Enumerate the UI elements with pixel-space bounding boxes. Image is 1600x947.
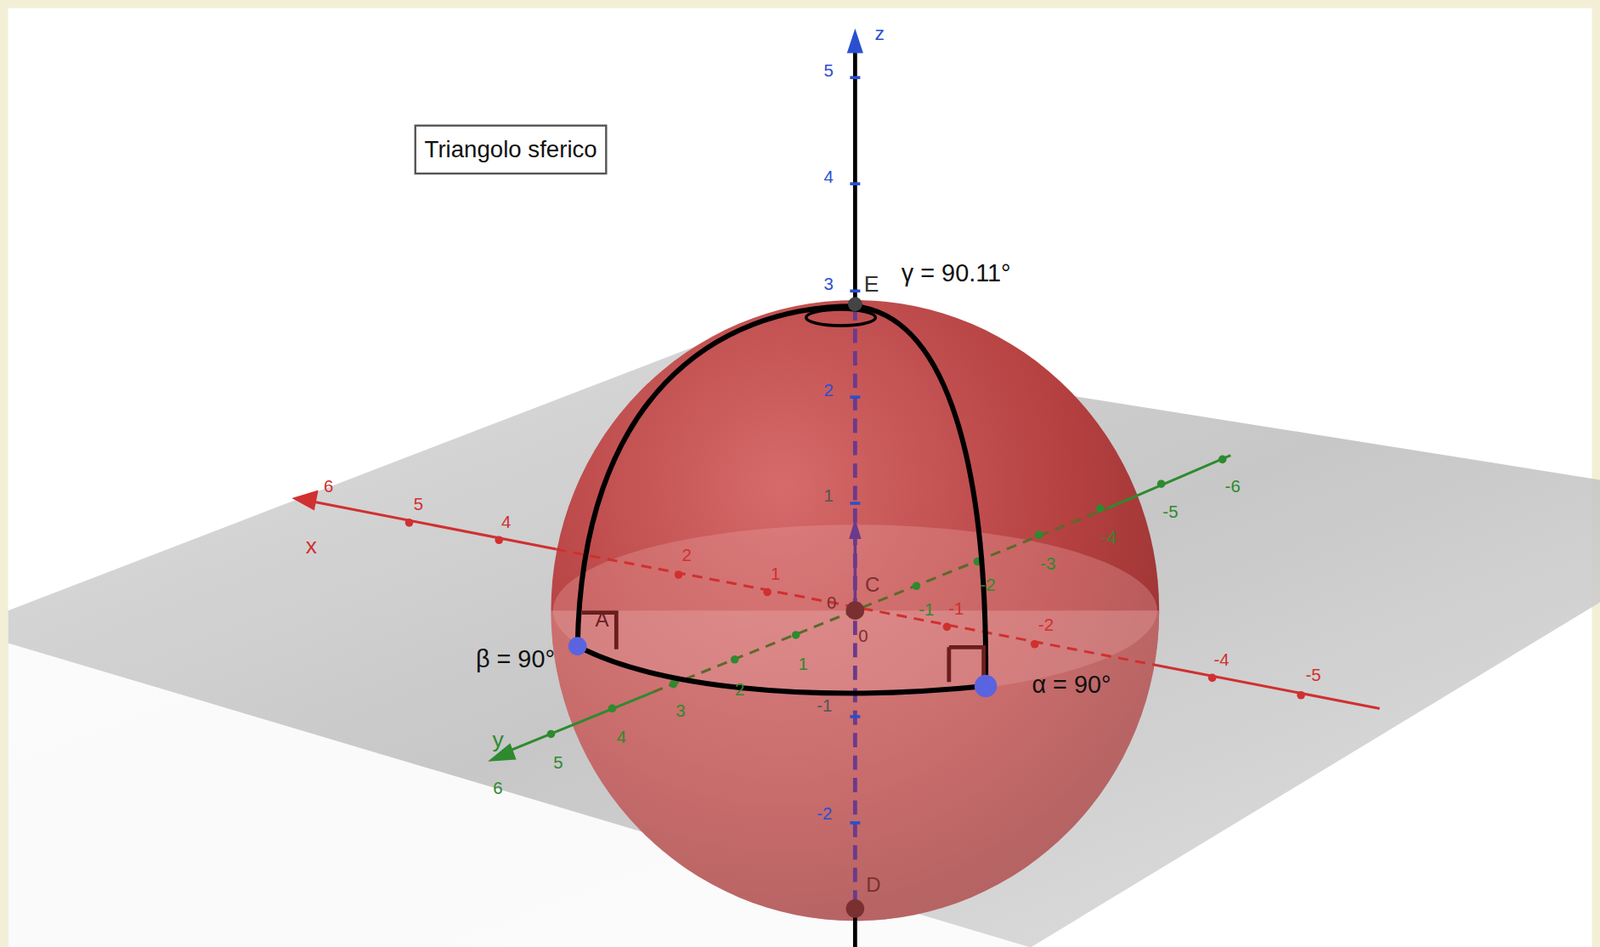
axis-label: 4 — [823, 167, 833, 188]
axis-label: z — [874, 22, 884, 45]
axis-label: 1 — [770, 564, 781, 585]
axis-label: 4 — [501, 512, 511, 533]
axis-label: -1 — [816, 695, 832, 717]
axis-label: -6 — [1225, 476, 1241, 498]
axis-label: y — [491, 726, 504, 753]
axis-label: -2 — [816, 803, 832, 825]
point-label: D — [865, 872, 881, 897]
point-label: α = 90° — [1031, 670, 1111, 700]
axis-label: -1 — [918, 599, 934, 621]
axis-label: 3 — [823, 274, 833, 295]
axis-label: 0 — [826, 593, 837, 614]
axis-label: -1 — [948, 599, 964, 620]
axis-label: x — [305, 532, 317, 560]
axis-label: 2 — [682, 545, 692, 566]
axis-label: -5 — [1305, 665, 1321, 686]
axis-label: 6 — [492, 778, 503, 799]
point-label: E — [864, 271, 880, 298]
point-label: C — [865, 572, 880, 597]
axis-label: 5 — [823, 61, 833, 82]
axis-label: -4 — [1213, 650, 1229, 671]
title-text: Triangolo sferico — [424, 135, 598, 164]
title-box: Triangolo sferico — [414, 124, 608, 176]
axis-label: -2 — [979, 575, 996, 596]
axis-label: 4 — [616, 727, 627, 748]
axis-label: -5 — [1162, 502, 1178, 523]
axis-label: 5 — [553, 752, 563, 774]
axis-label: 1 — [797, 654, 808, 675]
point-label: β = 90° — [475, 644, 555, 674]
axis-label: 2 — [734, 679, 745, 701]
axis-label: 1 — [823, 486, 833, 507]
point-label: 0 — [858, 626, 868, 647]
axis-label: -4 — [1101, 527, 1117, 549]
axis-label: 6 — [323, 476, 334, 498]
axis-label: 2 — [823, 380, 833, 402]
axis-label: 5 — [413, 494, 424, 515]
axis-label: 3 — [675, 701, 685, 722]
axis-label: -2 — [1038, 615, 1054, 636]
point-label: γ = 90.11° — [901, 259, 1012, 289]
point-label: A — [595, 607, 610, 632]
axis-label: -3 — [1040, 554, 1056, 575]
